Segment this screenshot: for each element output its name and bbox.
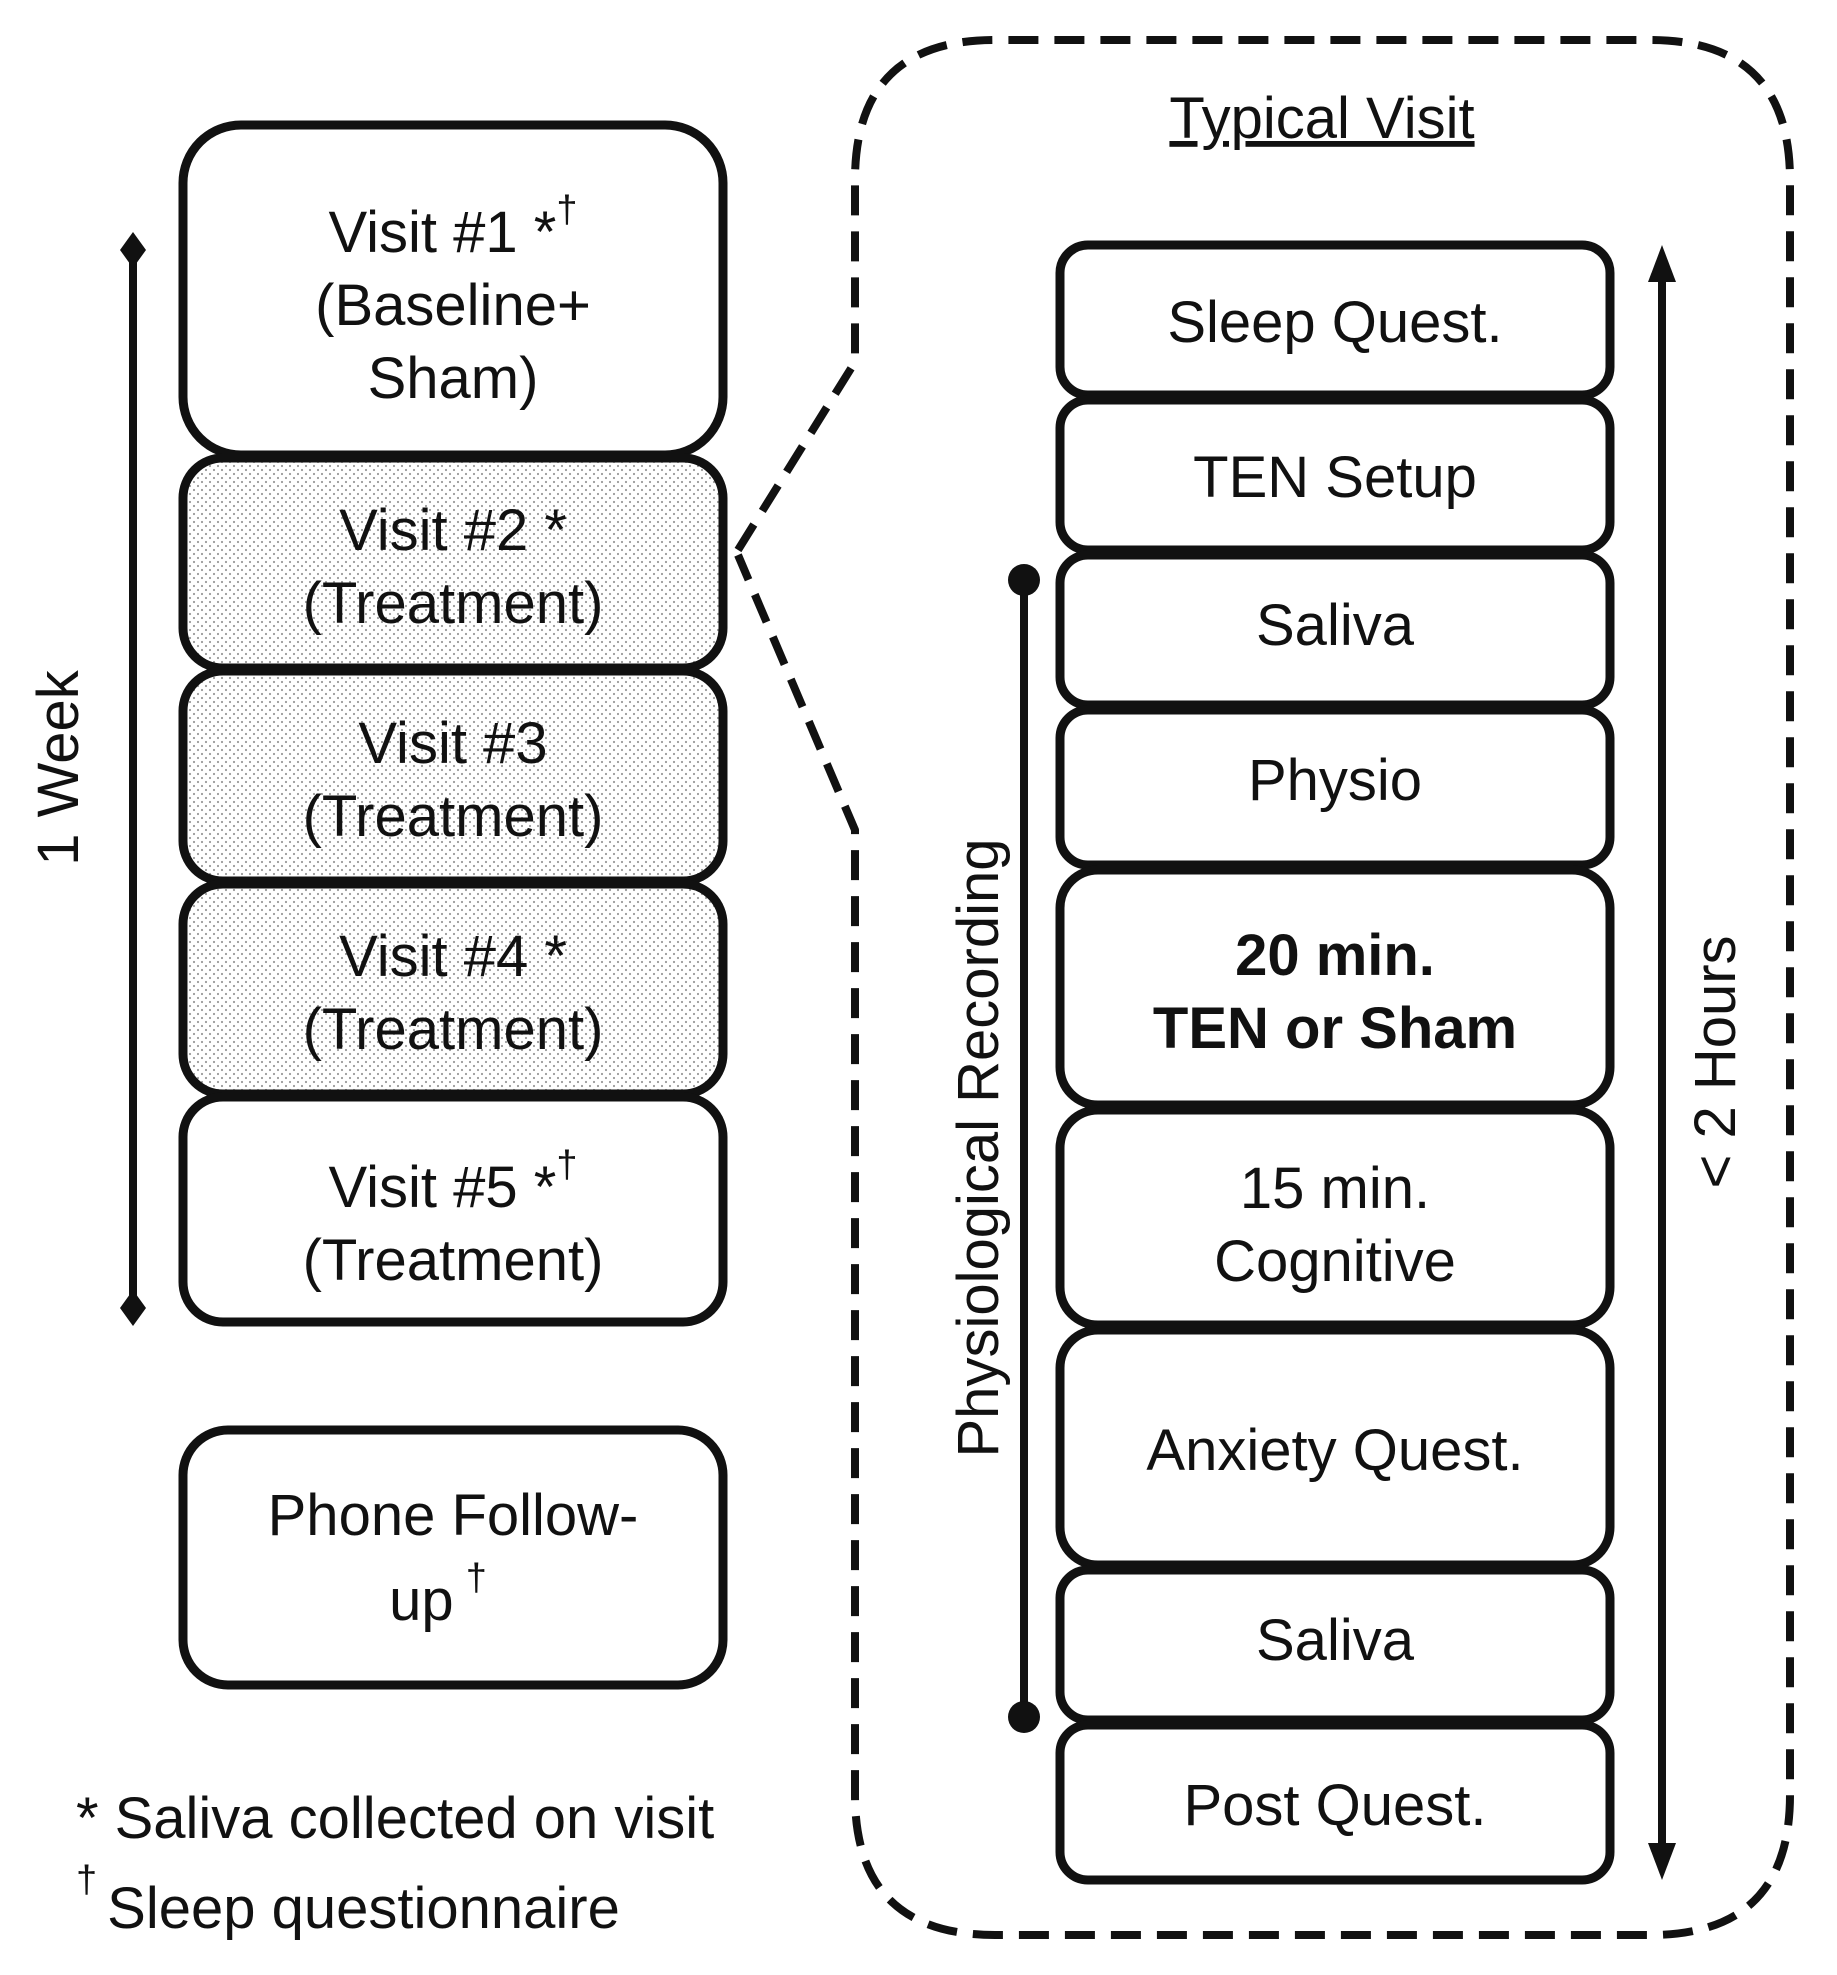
week-duration-label: 1 Week [26, 669, 91, 866]
recording-span-end-dot [1008, 1701, 1040, 1733]
recording-span: Physiological Recording [946, 564, 1040, 1733]
visit-box-3: Visit #3 (Treatment) [178, 666, 728, 886]
step-post-quest-label: Post Quest. [1183, 1773, 1486, 1838]
phone-followup-line1: Phone Follow- [268, 1483, 639, 1548]
step-post-quest-frame [1055, 1720, 1615, 1885]
visit-5-line2: (Treatment) [303, 1228, 604, 1293]
step-physio-label: Physio [1248, 748, 1422, 813]
hours-span: < 2 Hours [1648, 245, 1748, 1880]
phone-followup-box: Phone Follow- up† [178, 1425, 728, 1690]
step-ten-or-sham-line2: TEN or Sham [1153, 996, 1517, 1061]
step-physio-frame [1055, 705, 1615, 870]
week-timeline: 1 Week [26, 232, 146, 1326]
hours-span-down-arrow [1648, 1843, 1676, 1880]
step-cognitive-frame [1055, 1105, 1615, 1330]
visit-steps: Sleep Quest. TEN Setup Saliva Physio 20 … [1055, 240, 1615, 1885]
visit-5-dagger: † [556, 1144, 577, 1186]
step-saliva-second: Saliva [1055, 1565, 1615, 1725]
step-physio: Physio [1055, 705, 1615, 870]
step-ten-or-sham: 20 min. TEN or Sham [1055, 865, 1615, 1110]
step-sleep-quest: Sleep Quest. [1055, 240, 1615, 400]
typical-visit-callout-border [734, 36, 1794, 1939]
hours-duration-label: < 2 Hours [1683, 935, 1748, 1188]
week-span-bottom-marker [120, 1290, 146, 1326]
phone-followup-dagger: † [466, 1557, 487, 1599]
legend-saliva: *Saliva collected on visit [76, 1786, 714, 1851]
step-saliva-second-frame [1055, 1565, 1615, 1725]
step-sleep-quest-frame [1055, 240, 1615, 400]
visit-3-title: Visit #3 [358, 711, 547, 776]
phone-followup-line2: up† [389, 1557, 487, 1633]
visit-4-title: Visit #4 * [339, 924, 567, 989]
visit-5-title: Visit #5 *† [329, 1144, 578, 1220]
step-saliva-first-label: Saliva [1256, 593, 1415, 658]
legend-dagger: † [76, 1859, 97, 1901]
legend: *Saliva collected on visit †Sleep questi… [76, 1786, 714, 1941]
legend-asterisk: * [76, 1786, 99, 1851]
step-cognitive-line1: 15 min. [1240, 1156, 1430, 1221]
visit-list: Visit #1 *† (Baseline+ Sham) Visit #2 * … [178, 120, 728, 1327]
visit-box-1: Visit #1 *† (Baseline+ Sham) [178, 120, 728, 460]
recording-label: Physiological Recording [946, 839, 1011, 1458]
step-cognitive: 15 min. Cognitive [1055, 1105, 1615, 1330]
hours-span-up-arrow [1648, 245, 1676, 282]
visit-4-line2: (Treatment) [303, 997, 604, 1062]
typical-visit-title: Typical Visit [1169, 86, 1474, 151]
visit-1-dagger: † [556, 189, 577, 231]
visit-1-line3: Sham) [368, 346, 539, 411]
visit-1-line2: (Baseline+ [315, 273, 591, 338]
step-anxiety-quest: Anxiety Quest. [1055, 1325, 1615, 1570]
step-saliva-first: Saliva [1055, 550, 1615, 710]
step-anxiety-quest-label: Anxiety Quest. [1146, 1418, 1523, 1483]
visit-box-2-frame [178, 453, 728, 673]
phone-followup-frame [178, 1425, 728, 1690]
step-ten-setup-label: TEN Setup [1193, 445, 1477, 510]
visit-1-title: Visit #1 *† [329, 189, 578, 265]
visit-box-4-frame [178, 879, 728, 1099]
visit-box-5: Visit #5 *† (Treatment) [178, 1092, 728, 1327]
legend-sleep: †Sleep questionnaire [76, 1859, 620, 1941]
step-anxiety-quest-frame [1055, 1325, 1615, 1570]
recording-span-start-dot [1008, 564, 1040, 596]
step-saliva-first-frame [1055, 550, 1615, 710]
step-ten-or-sham-frame [1055, 865, 1615, 1110]
visit-box-2: Visit #2 * (Treatment) [178, 453, 728, 673]
step-saliva-second-label: Saliva [1256, 1608, 1415, 1673]
step-ten-or-sham-line1: 20 min. [1235, 923, 1435, 988]
visit-box-3-frame [178, 666, 728, 886]
visit-3-line2: (Treatment) [303, 784, 604, 849]
visit-box-5-frame [178, 1092, 728, 1327]
step-post-quest: Post Quest. [1055, 1720, 1615, 1885]
step-sleep-quest-label: Sleep Quest. [1167, 290, 1502, 355]
visit-2-line2: (Treatment) [303, 571, 604, 636]
step-ten-setup-frame [1055, 395, 1615, 555]
step-cognitive-line2: Cognitive [1214, 1229, 1456, 1294]
visit-2-title: Visit #2 * [339, 498, 567, 563]
week-span-top-marker [120, 232, 146, 268]
visit-box-4: Visit #4 * (Treatment) [178, 879, 728, 1099]
step-ten-setup: TEN Setup [1055, 395, 1615, 555]
